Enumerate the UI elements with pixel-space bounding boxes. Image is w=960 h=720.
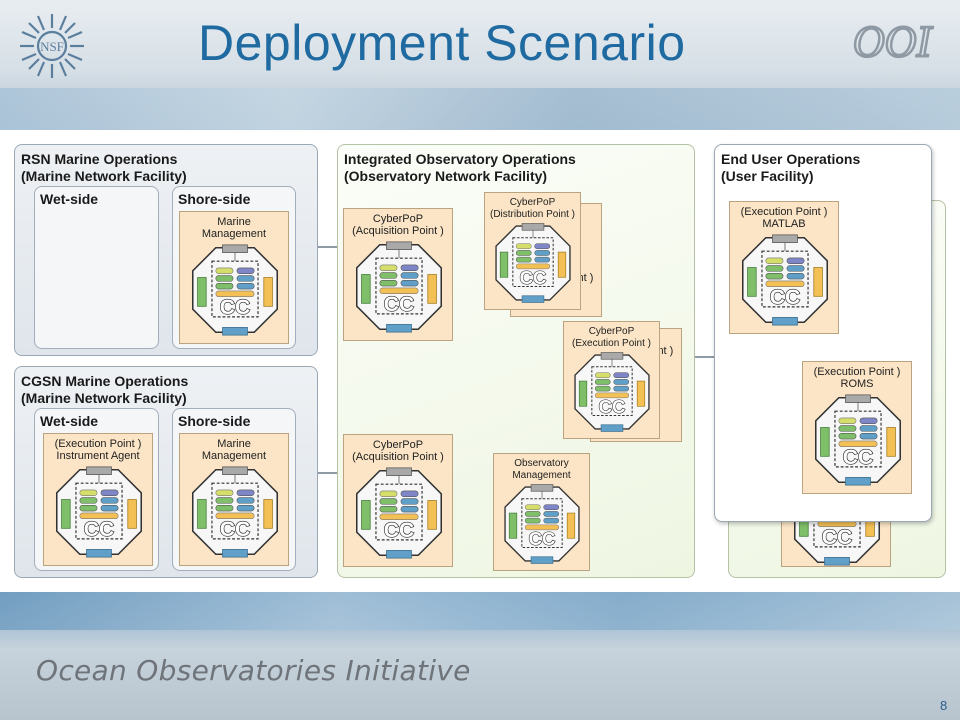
cgsn-wet-side-label: Wet-side: [40, 413, 99, 429]
connector-integrated-enduser: [695, 356, 715, 358]
cc-node: CC: [737, 232, 833, 328]
cyberpop-distribution-point-card: CyberPoP(Distribution Point ) CC: [484, 192, 581, 310]
cc-node: CC: [500, 482, 584, 566]
svg-text:CC: CC: [599, 396, 626, 417]
cc-node: CC: [187, 464, 283, 560]
ooi-logo: OOI: [852, 18, 935, 64]
svg-text:CC: CC: [84, 518, 115, 541]
integrated-panel-title: Integrated Observatory Operations (Obser…: [344, 151, 576, 185]
nsf-logo: NSF: [20, 14, 84, 78]
header-band: [0, 88, 960, 130]
svg-text:CC: CC: [770, 286, 801, 309]
cc-node: CC: [187, 242, 283, 338]
card-label: CyberPoP(Execution Point ): [572, 326, 651, 349]
svg-text:NSF: NSF: [40, 39, 64, 54]
svg-text:CC: CC: [220, 518, 251, 541]
svg-text:CC: CC: [220, 296, 251, 319]
enduser-title-line2: (User Facility): [721, 168, 814, 184]
card-label: CyberPoP(Distribution Point ): [489, 197, 576, 220]
enduser-title-line1: End User Operations: [721, 151, 861, 167]
cgsn-title-line2: (Marine Network Facility): [21, 390, 187, 406]
footer-title: Ocean Observatories Initiative: [36, 654, 471, 687]
matlab-execution-point-card: (Execution Point )MATLAB CC: [729, 201, 839, 334]
cc-node: CC: [351, 465, 447, 561]
cgsn-title-line1: CGSN Marine Operations: [21, 373, 189, 389]
svg-text:CC: CC: [529, 528, 556, 549]
cc-node: CC: [51, 464, 147, 560]
svg-text:CC: CC: [384, 293, 415, 316]
page-number: 8: [940, 698, 948, 713]
svg-text:CC: CC: [384, 519, 415, 542]
rsn-marine-operations-panel: RSN Marine Operations (Marine Network Fa…: [14, 144, 318, 356]
rsn-title-line2: (Marine Network Facility): [21, 168, 187, 184]
cyberpop-execution-point-card: CyberPoP(Execution Point ) CC: [563, 321, 660, 439]
cgsn-marine-operations-panel: CGSN Marine Operations (Marine Network F…: [14, 366, 318, 578]
cc-node: CC: [491, 221, 575, 305]
card-label: CyberPoP(Acquisition Point ): [352, 213, 444, 237]
cgsn-shore-side-label: Shore-side: [178, 413, 251, 429]
cyberpop-acquisition-point-card: CyberPoP(Acquisition Point ) CC: [343, 208, 453, 341]
card-label: (Execution Point )Instrument Agent: [54, 438, 142, 462]
svg-text:CC: CC: [843, 446, 874, 469]
cgsn-wet-side-panel: Wet-side (Execution Point )Instrument Ag…: [34, 408, 159, 571]
rsn-shore-side-label: Shore-side: [178, 191, 251, 207]
rsn-wet-side-panel: Wet-side: [34, 186, 159, 349]
cc-node: CC: [810, 392, 906, 488]
svg-text:CC: CC: [520, 267, 547, 288]
footer-band: [0, 592, 960, 630]
svg-text:CC: CC: [822, 526, 853, 549]
cc-node: CC: [351, 239, 447, 335]
card-label: CyberPoP(Acquisition Point ): [352, 439, 444, 463]
slide-title: Deployment Scenario: [198, 15, 686, 71]
integrated-title-line2: (Observatory Network Facility): [344, 168, 548, 184]
enduser-operations-panel: End User Operations (User Facility) (Exe…: [714, 144, 932, 522]
connector-rsn-integrated: [318, 246, 340, 248]
enduser-panel-title: End User Operations (User Facility): [721, 151, 860, 185]
cyberpop-acquisition-point-card-2: CyberPoP(Acquisition Point ) CC: [343, 434, 453, 567]
integrated-title-line1: Integrated Observatory Operations: [344, 151, 576, 167]
card-label: (Execution Point )ROMS: [813, 366, 901, 390]
roms-execution-point-card: (Execution Point )ROMS CC: [802, 361, 912, 494]
svg-text:OOI: OOI: [853, 18, 934, 64]
cgsn-panel-title: CGSN Marine Operations (Marine Network F…: [21, 373, 188, 407]
cgsn-instrument-agent-card: (Execution Point )Instrument Agent CC: [43, 433, 153, 566]
cc-node: CC: [570, 350, 654, 434]
rsn-panel-title: RSN Marine Operations (Marine Network Fa…: [21, 151, 187, 185]
rsn-wet-side-label: Wet-side: [40, 191, 99, 207]
card-label: (Execution Point )MATLAB: [740, 206, 828, 230]
integrated-observatory-operations-panel: Integrated Observatory Operations (Obser…: [337, 144, 695, 578]
rsn-title-line1: RSN Marine Operations: [21, 151, 178, 167]
connector-cgsn-integrated: [318, 472, 340, 474]
